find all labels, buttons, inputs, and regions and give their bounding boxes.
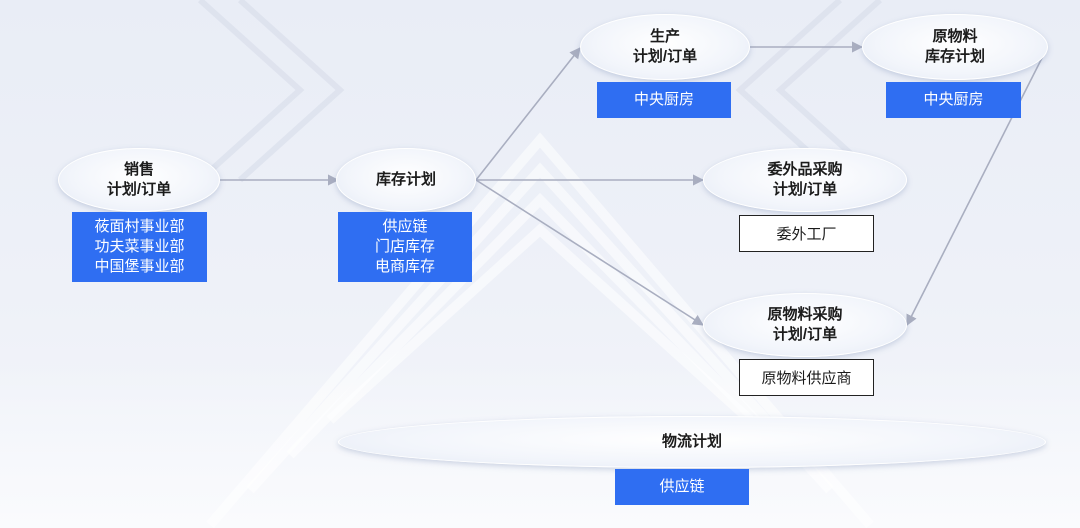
raw-inventory-label-1: 原物料 [932, 28, 978, 45]
inventory-unit-1: 供应链 [382, 218, 428, 235]
sales-plan-label-1: 销售 [123, 161, 154, 178]
raw-purchase-unit: 原物料供应商 [761, 370, 852, 387]
outsourced-unit: 委外工厂 [776, 226, 837, 243]
production-plan-node: 生产 计划/订单 [580, 14, 750, 80]
logistics-unit: 供应链 [659, 478, 705, 495]
logistics-unit-box: 供应链 [615, 469, 749, 505]
inventory-plan-node: 库存计划 [336, 148, 476, 212]
raw-purchase-node: 原物料采购 计划/订单 [703, 293, 907, 357]
inventory-unit-3: 电商库存 [374, 258, 435, 275]
sales-plan-label-2: 计划/订单 [106, 181, 172, 198]
inventory-units-box: 供应链 门店库存 电商库存 [338, 212, 472, 282]
production-unit-box: 中央厨房 [597, 82, 731, 118]
sales-unit-2: 功夫菜事业部 [94, 238, 185, 255]
raw-inventory-plan-node: 原物料 库存计划 [862, 14, 1048, 80]
logistics-plan-node: 物流计划 [338, 416, 1046, 468]
production-plan-label-2: 计划/订单 [632, 48, 698, 65]
inventory-unit-2: 门店库存 [374, 238, 435, 255]
raw-purchase-unit-box: 原物料供应商 [739, 359, 874, 396]
outsourced-label-1: 委外品采购 [767, 161, 843, 178]
raw-inventory-unit-box: 中央厨房 [886, 82, 1021, 118]
raw-purchase-label-1: 原物料采购 [767, 306, 843, 323]
sales-plan-node: 销售 计划/订单 [58, 148, 220, 212]
production-unit: 中央厨房 [633, 91, 694, 108]
production-plan-label-1: 生产 [649, 28, 680, 45]
sales-unit-1: 莜面村事业部 [94, 218, 185, 235]
arrow-raw-inventory-to-raw-purchase [906, 49, 1047, 326]
sales-units-box: 莜面村事业部 功夫菜事业部 中国堡事业部 [72, 212, 207, 282]
raw-inventory-label-2: 库存计划 [924, 48, 985, 65]
inventory-plan-label: 库存计划 [375, 171, 436, 188]
logistics-plan-label: 物流计划 [661, 433, 722, 450]
raw-purchase-label-2: 计划/订单 [772, 326, 838, 343]
arrow-inventory-to-production [475, 47, 581, 181]
outsourced-label-2: 计划/订单 [772, 181, 838, 198]
raw-inventory-unit: 中央厨房 [923, 91, 984, 108]
sales-unit-3: 中国堡事业部 [94, 258, 185, 275]
outsourced-unit-box: 委外工厂 [739, 215, 874, 252]
arrow-inventory-to-raw-purchase [475, 179, 704, 326]
outsourced-purchase-node: 委外品采购 计划/订单 [703, 148, 907, 212]
